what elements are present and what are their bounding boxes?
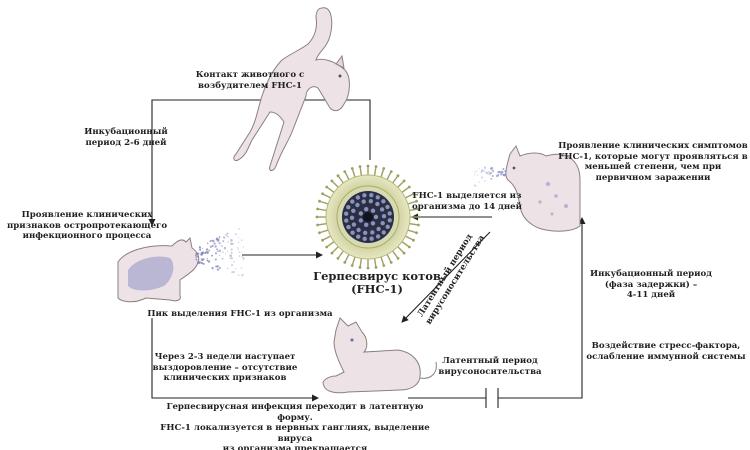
label-incubation-delay: Инкубационный период (фаза задержки) – 4… xyxy=(589,269,713,300)
label-contact: Контакт животного с возбудителем FHC-1 xyxy=(195,70,305,91)
latent-break-marks xyxy=(485,388,499,408)
label-acute-signs: Проявление клинических признаков остропр… xyxy=(6,210,168,241)
arrow-latent-diag xyxy=(401,231,491,323)
label-latent-transition: Герпесвирусная инфекция переходит в лате… xyxy=(160,402,430,450)
label-recurrent-signs: Проявление клинических симптомов FHC-1, … xyxy=(558,141,748,183)
label-recovery: Через 2-3 недели наступает выздоровление… xyxy=(152,352,298,383)
resting-cat-icon xyxy=(322,317,437,394)
sneezing-cat-icon xyxy=(117,227,245,303)
label-peak-shedding: Пик выделения FHC-1 из организма xyxy=(147,309,333,319)
label-stress: Воздействие стресс-фактора, ослабление и… xyxy=(586,341,746,362)
arrow-stress-b xyxy=(498,217,586,399)
leaping-cat-icon xyxy=(233,7,350,171)
virus-icon xyxy=(315,164,421,270)
sick-cat-icon xyxy=(473,144,581,232)
label-latent-period-bottom: Латентный период вирусоносительства xyxy=(438,356,542,377)
label-shedding-14: FHC-1 выделяется из организма до 14 дней xyxy=(412,191,523,212)
virus-title: Герпесвирус котов (FHC-1) xyxy=(313,269,441,296)
label-incubation-acute: Инкубационный период 2-6 дней xyxy=(84,127,168,148)
arrow-recovery xyxy=(151,318,319,402)
